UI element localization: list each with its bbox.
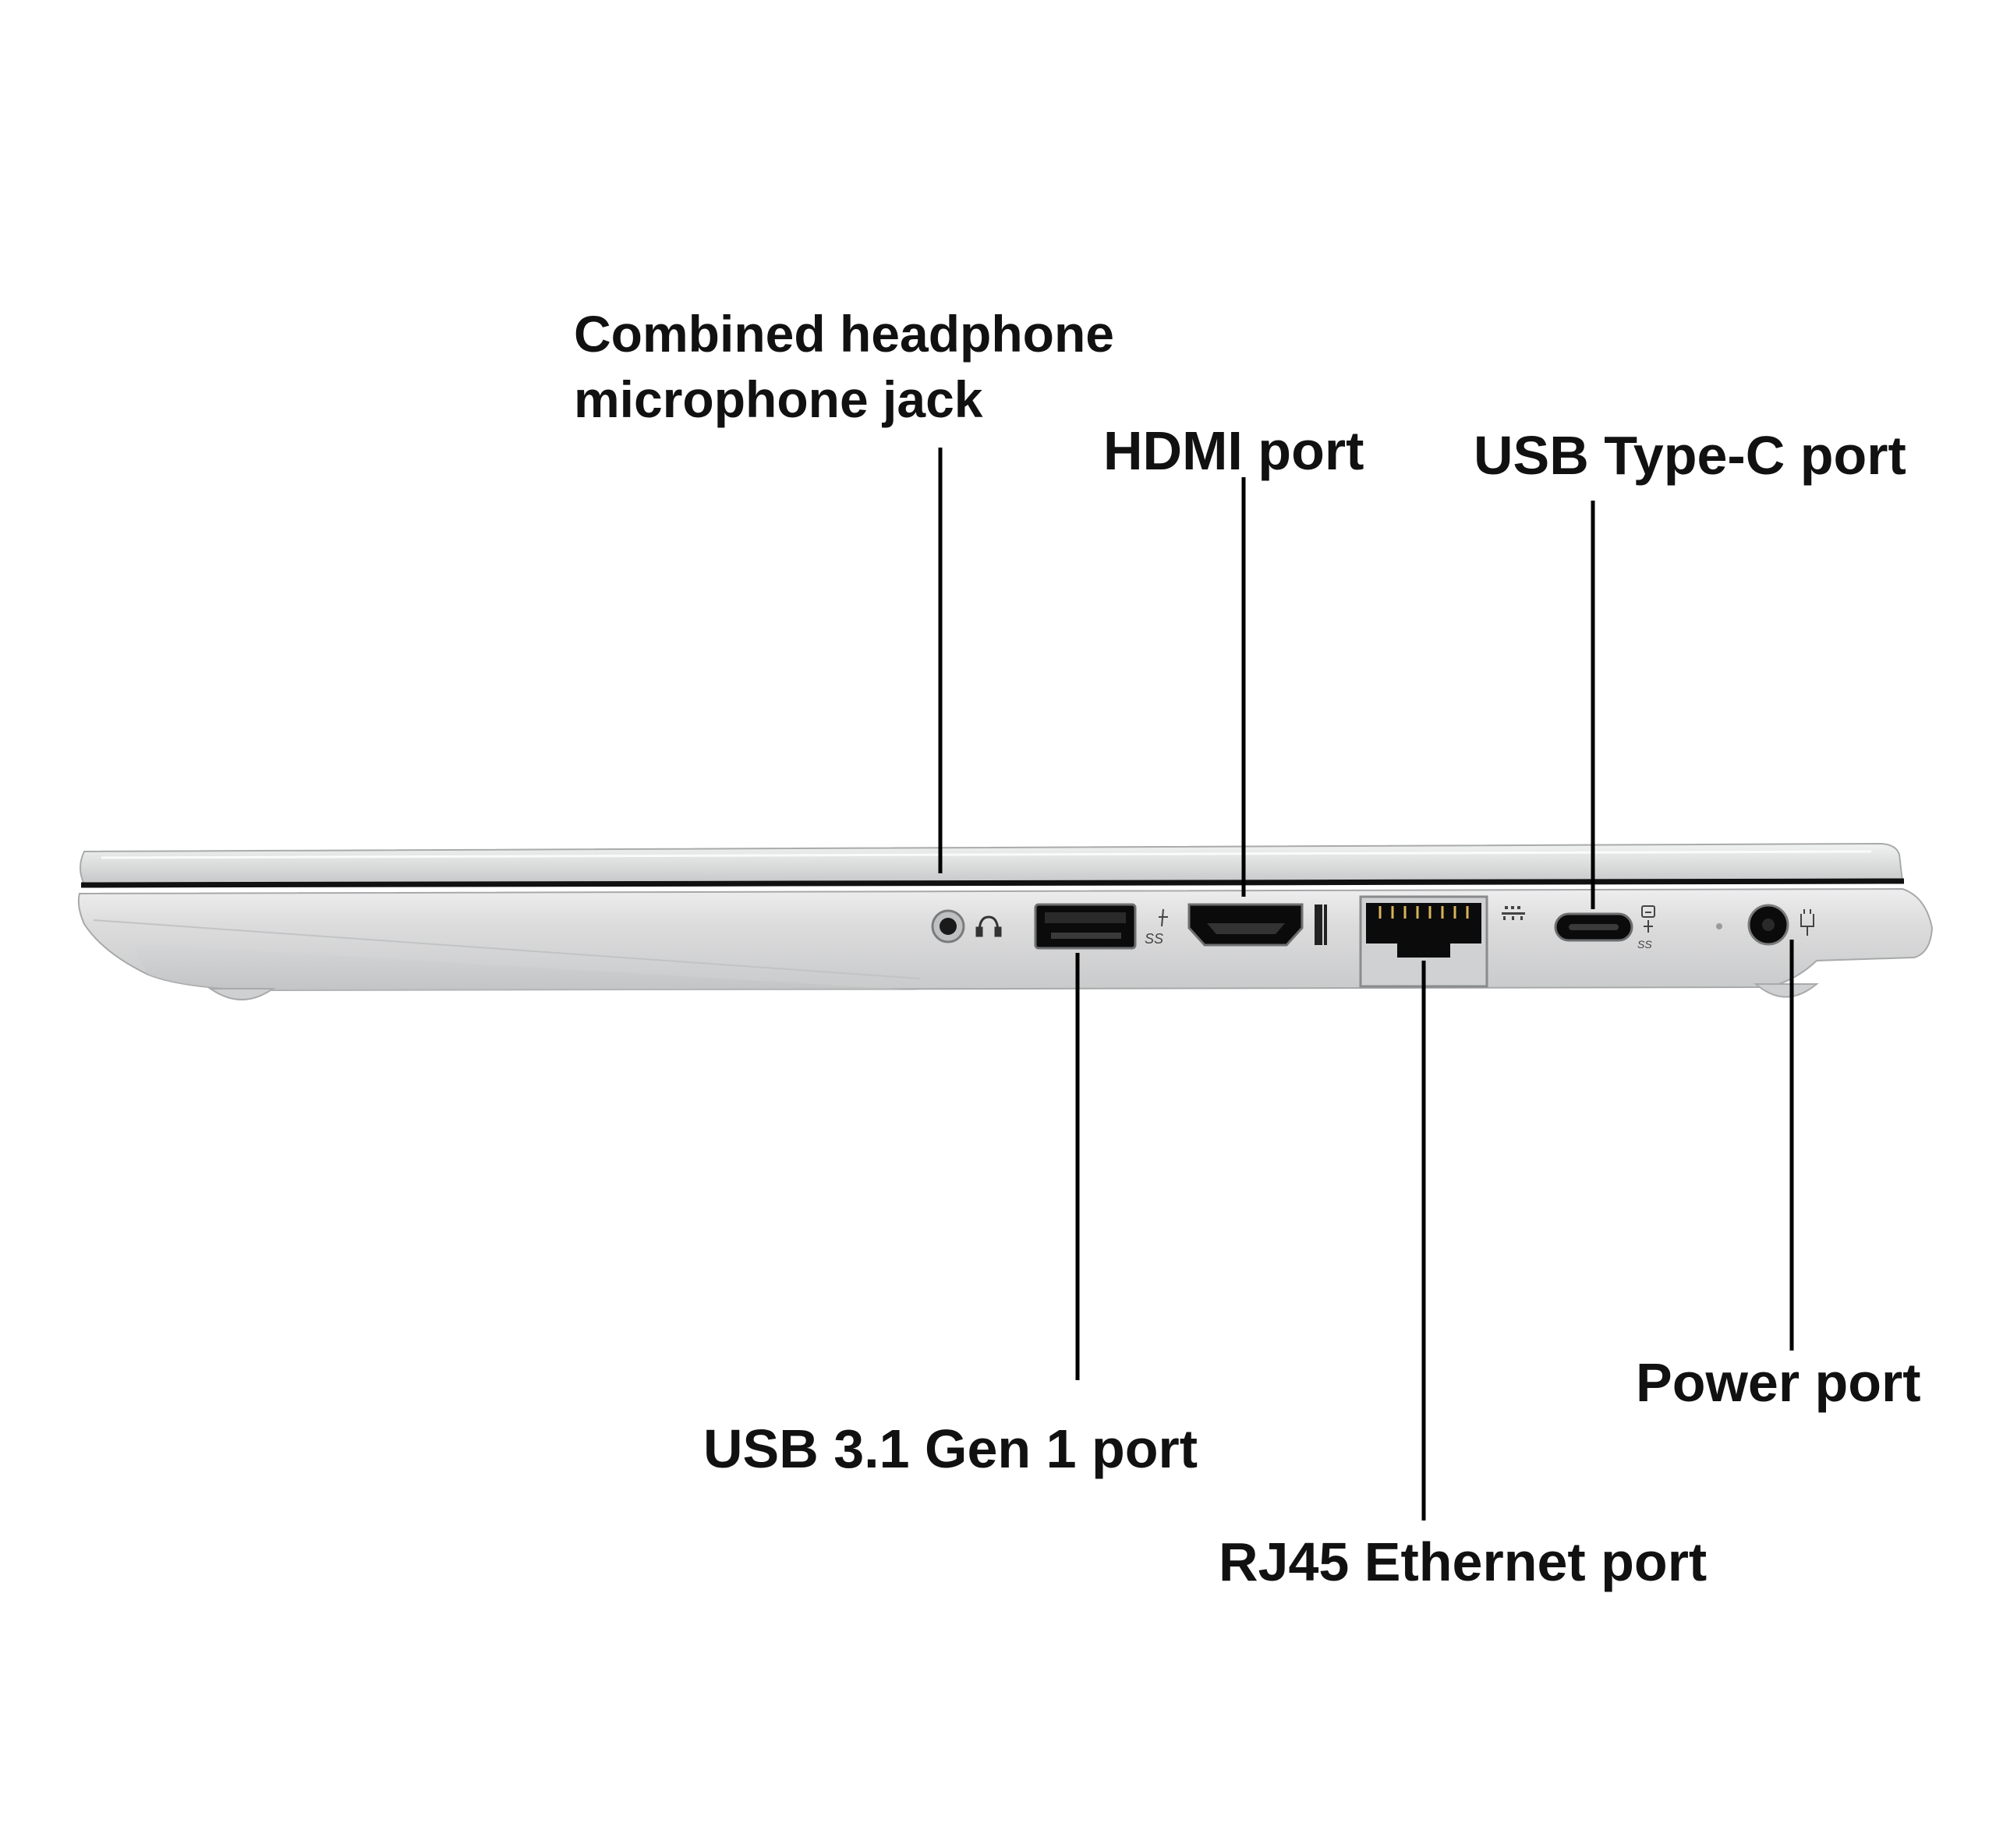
- hdmi-port: [1187, 903, 1304, 947]
- label-headphone-jack: Combined headphone microphone jack: [574, 308, 1114, 425]
- status-led: [1716, 923, 1722, 929]
- label-usb-c-port: USB Type-C port: [1474, 425, 1906, 486]
- usb-a-port: [1034, 903, 1137, 950]
- headphone-icon: [975, 915, 1002, 937]
- left-foot: [207, 988, 276, 1000]
- label-usb31-port: USB 3.1 Gen 1 port: [703, 1418, 1198, 1479]
- usb-superspeed-icon: SS: [1145, 908, 1168, 947]
- svg-text:SS: SS: [1145, 931, 1163, 947]
- usb-c-port: [1554, 912, 1633, 942]
- svg-text:SS: SS: [1637, 938, 1652, 951]
- laptop-lid: [80, 842, 1904, 886]
- power-icon: [1800, 909, 1814, 936]
- usb-c-superspeed-icon: SS: [1637, 905, 1655, 951]
- lid-seam: [80, 878, 1905, 888]
- power-port: [1747, 904, 1789, 946]
- hdmi-icon: [1315, 905, 1327, 945]
- right-foot: [1754, 983, 1819, 998]
- leader-lines: [938, 448, 1794, 1521]
- ethernet-icon: [1502, 906, 1525, 920]
- headphone-jack: [931, 909, 965, 943]
- label-headphone-line-2: microphone jack: [574, 370, 983, 428]
- label-hdmi-port: HDMI port: [1103, 420, 1364, 481]
- label-headphone-line-1: Combined headphone: [574, 305, 1114, 363]
- label-rj45-port: RJ45 Ethernet port: [1219, 1531, 1708, 1592]
- label-power-port: Power port: [1636, 1352, 1921, 1413]
